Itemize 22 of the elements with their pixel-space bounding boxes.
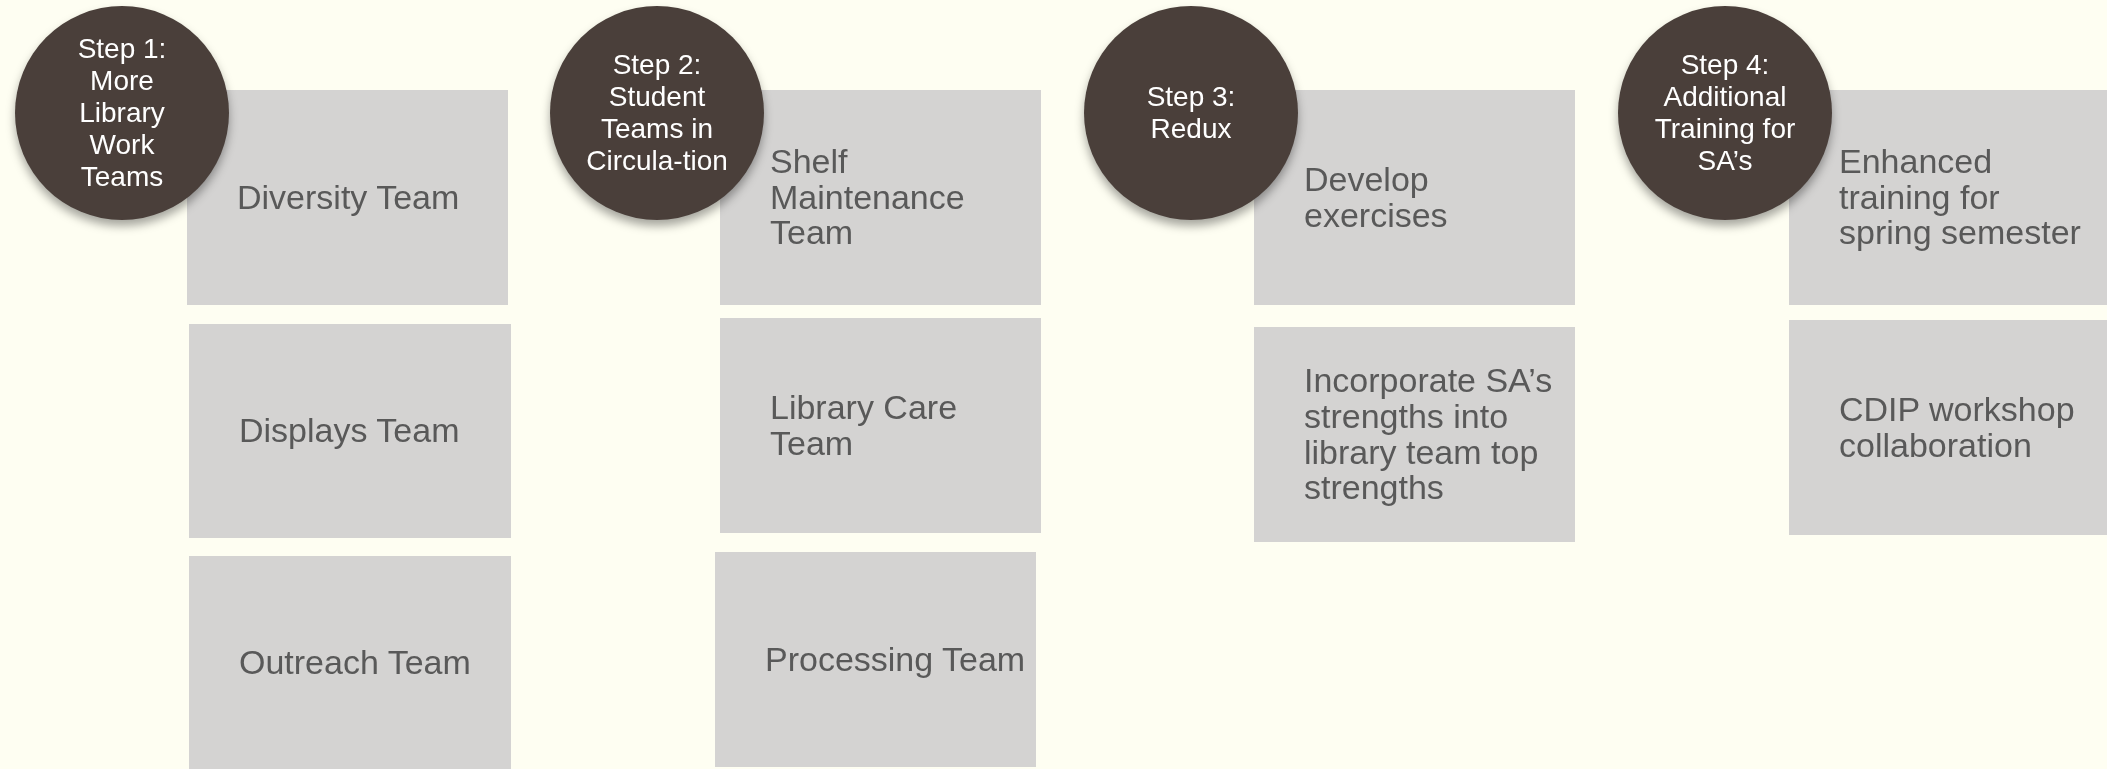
team-label: Displays Team bbox=[239, 413, 461, 449]
step-title: Step 4: Additional Training for SA’s bbox=[1653, 48, 1797, 178]
team-label: Incorporate SA’s strengths into library team top strengths bbox=[1304, 363, 1554, 506]
team-box bbox=[187, 90, 508, 305]
team-label: Diversity Team bbox=[237, 179, 461, 216]
team-box bbox=[715, 552, 1036, 767]
team-label: Develop exercises bbox=[1304, 161, 1449, 234]
team-label: Enhanced training for spring semester bbox=[1839, 143, 2082, 252]
team-label: Shelf Maintenance Team bbox=[770, 143, 966, 252]
team-box bbox=[1789, 320, 2107, 535]
team-label: Outreach Team bbox=[239, 644, 472, 681]
team-box bbox=[1254, 90, 1575, 305]
team-label: Library Care Team bbox=[770, 389, 959, 462]
step-title: Step 1: More Library Work Teams bbox=[76, 32, 168, 194]
step-title: Step 3: Redux bbox=[1145, 80, 1237, 146]
team-box bbox=[720, 318, 1041, 533]
team-box bbox=[189, 324, 511, 538]
team-label: CDIP workshop collaboration bbox=[1839, 391, 2076, 464]
team-label: Processing Team bbox=[765, 641, 1027, 678]
team-box bbox=[189, 556, 511, 769]
step-title: Step 2: Student Teams in Circula-tion bbox=[585, 48, 729, 178]
team-box bbox=[1254, 327, 1575, 542]
